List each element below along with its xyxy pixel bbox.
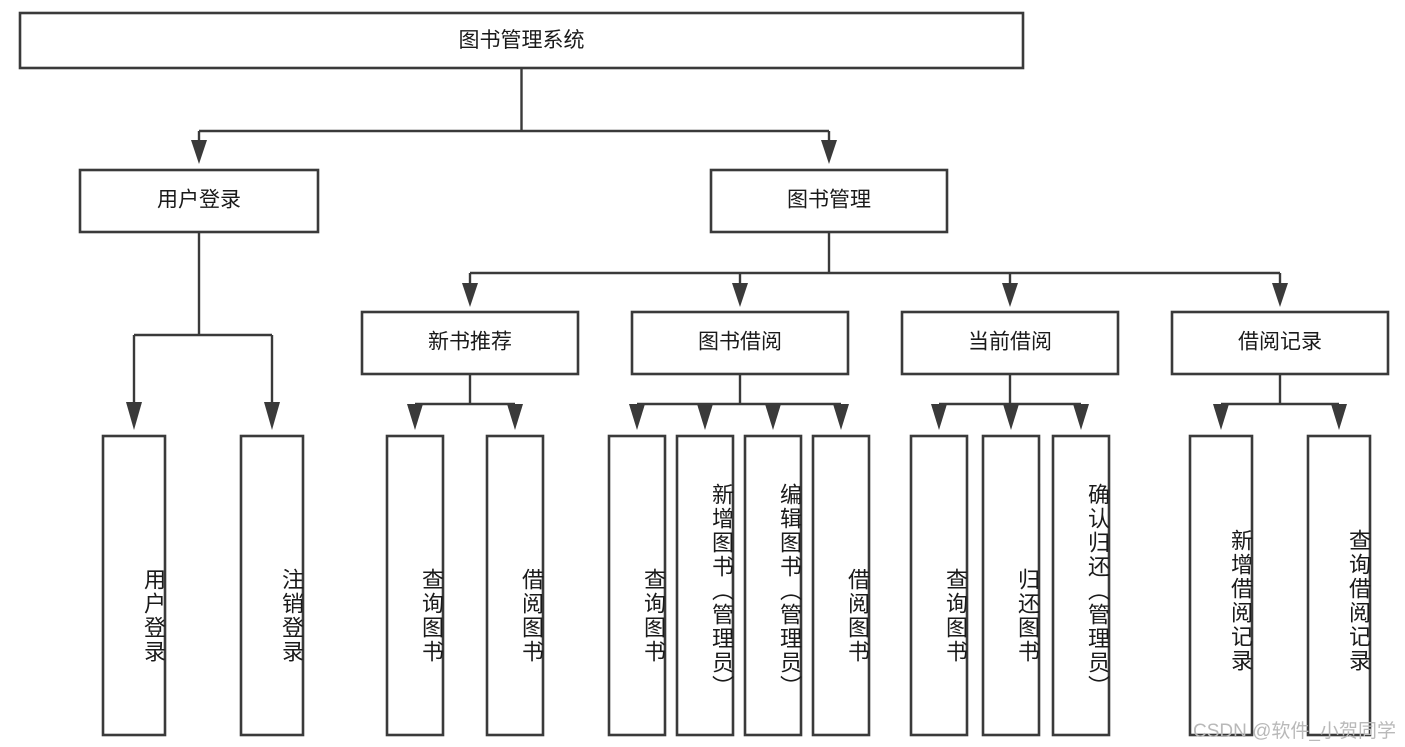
arrow-head-cu-child3 [1073, 404, 1089, 430]
leaf-rect-query-book-bo[interactable] [607, 434, 667, 737]
connector-group-user-login [126, 232, 280, 430]
node-borrow-record-label: 借阅记录 [1238, 331, 1322, 354]
leaf-rect-query-record[interactable] [1306, 434, 1372, 737]
connector-group-book-mgmt [462, 232, 1288, 307]
arrow-head-cu-child1 [931, 404, 947, 430]
connector-group-current [931, 374, 1089, 430]
node-book-management-rect[interactable] [709, 168, 949, 234]
leaf-rect-user-login[interactable] [101, 434, 167, 737]
leaf-rect-edit-book[interactable] [743, 434, 803, 737]
leaf-rect-query-book-cu[interactable] [909, 434, 969, 737]
node-new-book-recommend-rect[interactable] [360, 310, 580, 376]
node-book-management[interactable]: 图书管理 [709, 168, 949, 234]
arrow-head-bo-child2 [697, 404, 713, 430]
leaf-rect-add-record[interactable] [1188, 434, 1254, 737]
leaf-rect-add-book[interactable] [675, 434, 735, 737]
arrow-head-user-login [191, 140, 207, 164]
node-root[interactable]: 图书管理系统 [18, 11, 1025, 70]
node-user-login-label: 用户登录 [157, 189, 241, 212]
arrow-head-cu-child2 [1003, 404, 1019, 430]
node-book-borrow-label: 图书借阅 [698, 331, 782, 354]
arrow-head-newbook [462, 283, 478, 307]
arrow-head-nb-child1 [407, 404, 423, 430]
arrow-head-re-child1 [1213, 404, 1229, 430]
node-user-login-rect[interactable] [78, 168, 320, 234]
leaf-rect-return-book[interactable] [981, 434, 1041, 737]
arrow-head-bo-child4 [833, 404, 849, 430]
connector-group-record [1213, 374, 1347, 430]
connector-group-root [191, 68, 837, 164]
arrow-head-bo-child1 [629, 404, 645, 430]
node-current-borrow-label: 当前借阅 [968, 331, 1052, 354]
arrow-head-bo-child3 [765, 404, 781, 430]
node-current-borrow-rect[interactable] [900, 310, 1120, 376]
arrow-head-re-child2 [1331, 404, 1347, 430]
node-book-management-label: 图书管理 [787, 189, 871, 212]
connector-group-newbook [407, 374, 523, 430]
node-borrow-record-rect[interactable] [1170, 310, 1390, 376]
node-new-book-recommend[interactable]: 新书推荐 [360, 310, 580, 376]
node-new-book-recommend-label: 新书推荐 [428, 331, 512, 354]
arrow-head-ul-child1 [126, 402, 142, 430]
arrow-head-book-mgmt [821, 140, 837, 164]
arrow-head-ul-child2 [264, 402, 280, 430]
connector-group-borrow [629, 374, 849, 430]
arrow-head-record [1272, 283, 1288, 307]
node-user-login[interactable]: 用户登录 [78, 168, 320, 234]
leaf-rect-borrow-book-bo[interactable] [811, 434, 871, 737]
node-current-borrow[interactable]: 当前借阅 [900, 310, 1120, 376]
watermark-text: CSDN @软件_小贺同学 [1193, 721, 1396, 742]
node-book-borrow[interactable]: 图书借阅 [630, 310, 850, 376]
leaf-rect-query-book-nb[interactable] [385, 434, 445, 737]
leaf-rect-logout[interactable] [239, 434, 305, 737]
node-borrow-record[interactable]: 借阅记录 [1170, 310, 1390, 376]
node-root-rect[interactable] [18, 11, 1025, 70]
node-root-label: 图书管理系统 [459, 29, 585, 52]
leaf-rect-borrow-book-nb[interactable] [485, 434, 545, 737]
arrow-head-nb-child2 [507, 404, 523, 430]
arrow-head-borrow [732, 283, 748, 307]
leaf-rect-confirm-return[interactable] [1051, 434, 1111, 737]
leaf-rect-group [101, 434, 1372, 737]
arrow-head-current [1002, 283, 1018, 307]
node-book-borrow-rect[interactable] [630, 310, 850, 376]
